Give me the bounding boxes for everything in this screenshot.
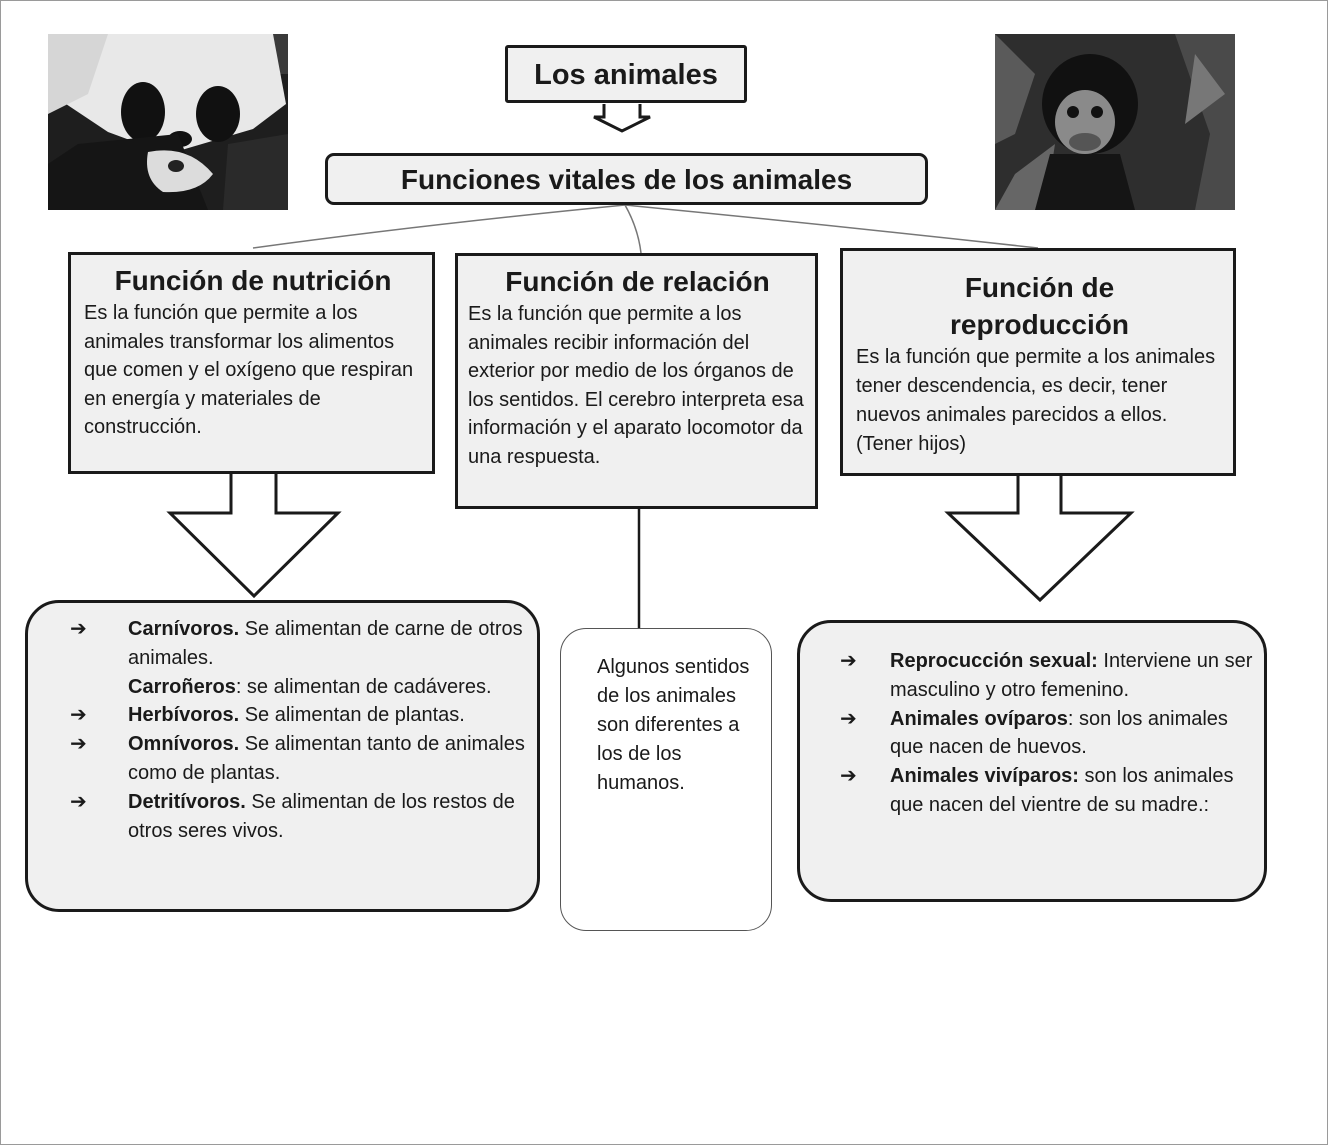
reproduction-types-box: ➔ Reprocucción sexual: Interviene un ser… — [797, 620, 1267, 902]
term-label: Herbívoros. — [128, 704, 240, 727]
list-item-detritivores: ➔ Detritívoros. Se alimentan de los rest… — [70, 788, 527, 846]
list-item-oviparous: ➔ Animales ovíparos: son los animales qu… — [840, 705, 1254, 763]
term-label: Carroñeros — [128, 675, 236, 698]
reproduction-function-box: Función de reproducción Es la función qu… — [840, 248, 1236, 476]
branch-line-relation — [624, 204, 642, 254]
list-item-sexual-reproduction: ➔ Reprocucción sexual: Interviene un ser… — [840, 647, 1254, 705]
term-label: Animales vivíparos: — [890, 765, 1079, 788]
list-item-carnivores: ➔ Carnívoros. Se alimentan de carne de o… — [70, 615, 527, 701]
title-down-arrow — [593, 104, 651, 133]
chimpanzee-photo — [995, 34, 1235, 210]
arrow-icon: ➔ — [840, 650, 857, 672]
reproduction-down-arrow — [944, 476, 1135, 603]
nutrition-down-arrow — [166, 474, 342, 599]
relation-function-description: Es la función que permite a los animales… — [468, 303, 804, 468]
senses-note-box: Algunos sentidos de los animales son dif… — [560, 628, 772, 931]
term-text: : se alimentan de cadáveres. — [235, 675, 492, 698]
nutrition-function-title: Función de nutrición — [114, 265, 392, 296]
list-item-omnivores: ➔ Omnívoros. Se alimentan tanto de anima… — [70, 730, 527, 788]
relation-function-box: Función de relación Es la función que pe… — [455, 253, 818, 509]
panda-photo — [48, 34, 288, 210]
arrow-icon: ➔ — [70, 790, 87, 813]
term-label: Reprocucción sexual: — [890, 650, 1098, 672]
arrow-icon: ➔ — [70, 704, 87, 727]
term-text: Se alimentan de los restos de otros sere… — [128, 790, 515, 842]
arrow-icon: ➔ — [70, 733, 87, 756]
term-label: Carnívoros. — [128, 618, 240, 640]
reproduction-function-title: Función de reproducción — [950, 272, 1129, 340]
reproduction-function-description: Es la función que permite a los animales… — [856, 346, 1216, 455]
subtitle: Funciones vitales de los animales — [325, 153, 928, 205]
term-text: Interviene un ser masculino y otro femen… — [890, 650, 1253, 701]
list-item-herbivores: ➔ Herbívoros. Se alimentan de plantas. — [70, 701, 527, 730]
term-label: Detritívoros. — [128, 790, 246, 813]
relation-function-title: Función de relación — [505, 266, 770, 297]
term-text: Se alimentan tanto de animales como de p… — [128, 733, 525, 784]
arrow-icon: ➔ — [70, 618, 87, 640]
term-text: Se alimentan de carne de otros animales. — [128, 618, 523, 669]
main-title: Los animales — [505, 45, 747, 103]
term-text: son los animales que nacen del vientre d… — [890, 765, 1234, 816]
term-label: Animales ovíparos — [890, 707, 1068, 730]
term-label: Omnívoros. — [128, 733, 240, 756]
arrow-icon: ➔ — [840, 707, 857, 730]
nutrition-function-description: Es la función que permite a los animales… — [84, 302, 414, 438]
arrow-icon: ➔ — [840, 765, 857, 788]
term-text: Se alimentan de plantas. — [239, 704, 465, 727]
term-text: : son los animales que nacen de huevos. — [890, 707, 1228, 759]
branch-line-reproduction — [624, 204, 1039, 249]
nutrition-function-box: Función de nutrición Es la función que p… — [68, 252, 435, 474]
nutrition-types-box: ➔ Carnívoros. Se alimentan de carne de o… — [25, 600, 540, 912]
branch-line-nutrition — [252, 204, 626, 249]
list-item-viviparous: ➔ Animales vivíparos: son los animales q… — [840, 762, 1254, 820]
